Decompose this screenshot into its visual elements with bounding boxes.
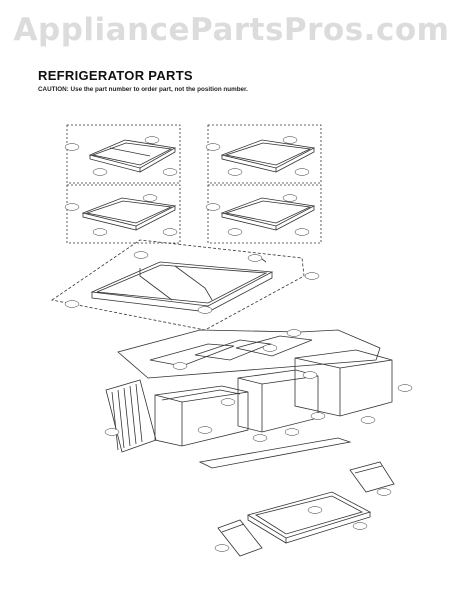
drawer-frame (117, 329, 381, 379)
caution-note: CAUTION: Use the part number to order pa… (38, 86, 248, 93)
left-side-panel (105, 379, 157, 453)
shelf-assembly-4 (207, 184, 322, 244)
bottom-tray (246, 491, 372, 544)
lower-bracket (217, 519, 263, 557)
callout-labels (64, 136, 413, 552)
watermark: AppliancePartsPros.com (13, 12, 450, 48)
crisper-drawer-1 (154, 385, 249, 447)
front-trim (198, 437, 352, 469)
page-title: REFRIGERATOR PARTS (38, 68, 193, 83)
right-bracket (349, 461, 395, 493)
crisper-drawer-2 (237, 369, 319, 433)
crisper-drawer-3 (294, 349, 393, 417)
shelf-assembly-1 (66, 124, 181, 184)
pantry-cover-assembly (50, 239, 305, 331)
shelf-assembly-3 (66, 184, 181, 244)
shelf-assembly-2 (207, 124, 322, 184)
